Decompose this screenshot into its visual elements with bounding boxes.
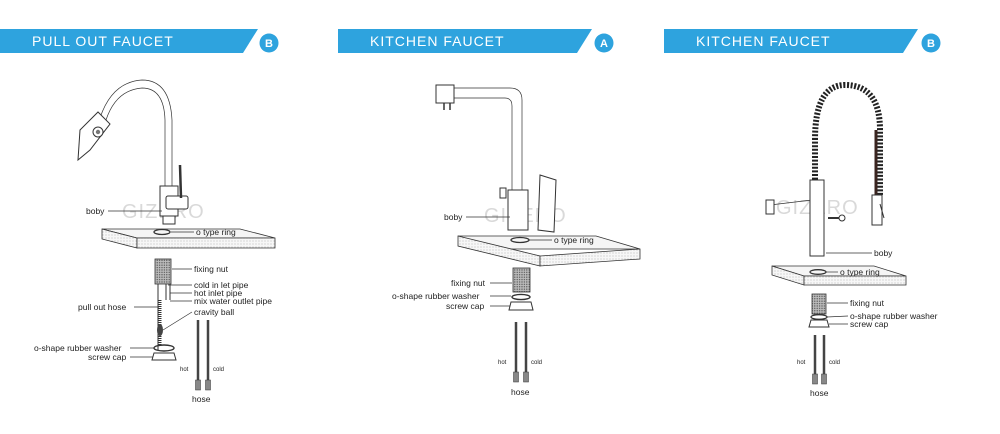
label-screw-cap: screw cap: [446, 301, 485, 311]
badge-letter: B: [265, 38, 273, 50]
spring-faucet-body: [765, 81, 885, 257]
fixing-nut: [811, 293, 827, 315]
panel-title: KITCHEN FAUCET: [370, 33, 505, 49]
label-o-ring: o type ring: [196, 227, 236, 237]
rubber-washer: [810, 314, 828, 320]
label-pull-out-hose: pull out hose: [78, 302, 126, 312]
o-type-ring: [153, 228, 171, 236]
label-hot: hot: [797, 360, 806, 366]
label-cold-inlet: cold in let pipe: [194, 280, 249, 290]
label-cold: cold: [531, 360, 542, 366]
label-hot: hot: [180, 367, 189, 373]
label-fixing-nut: fixing nut: [451, 278, 486, 288]
label-o-ring: o type ring: [554, 235, 594, 245]
label-body: boby: [874, 248, 893, 258]
label-hose: hose: [810, 388, 829, 398]
kitchen-faucet-a-body: [435, 84, 557, 233]
label-body: boby: [86, 206, 105, 216]
label-washer: o-shape rubber washer: [34, 343, 122, 353]
countertop: [101, 228, 276, 249]
panel-kitchen-faucet-b: KITCHEN FAUCET B GIZERO: [664, 29, 941, 398]
label-screw-cap: screw cap: [850, 319, 889, 329]
label-hot: hot: [498, 360, 507, 366]
screw-cap: [508, 301, 534, 311]
countertop: [771, 265, 907, 286]
label-body: boby: [444, 212, 463, 222]
title-banner: KITCHEN FAUCET: [664, 29, 918, 53]
model-badge: B: [921, 33, 941, 53]
inlet-pipes: [157, 284, 171, 350]
label-screw-cap: screw cap: [88, 352, 127, 362]
model-badge: A: [594, 33, 614, 53]
fixing-nut: [154, 258, 172, 285]
gravity-ball: [157, 324, 163, 336]
title-banner: KITCHEN FAUCET: [338, 29, 592, 53]
label-hose: hose: [511, 387, 530, 397]
label-cold: cold: [829, 360, 840, 366]
screw-cap: [151, 352, 177, 361]
hoses: [513, 322, 529, 383]
hoses: [195, 320, 211, 391]
label-hose: hose: [192, 394, 211, 404]
screw-cap: [808, 319, 830, 328]
label-mix-outlet: mix water outlet pipe: [194, 296, 272, 306]
label-cold: cold: [213, 367, 224, 373]
rubber-washer: [511, 293, 531, 301]
label-fixing-nut: fixing nut: [850, 298, 885, 308]
hoses: [812, 335, 827, 385]
title-banner: PULL OUT FAUCET: [0, 29, 258, 53]
fixing-nut: [512, 267, 531, 293]
badge-letter: A: [600, 38, 608, 50]
panel-kitchen-faucet-a: KITCHEN FAUCET A GIZERO: [338, 29, 641, 397]
label-washer: o-shape rubber washer: [392, 291, 480, 301]
pull-out-faucet-body: [77, 79, 189, 225]
label-o-ring: o type ring: [840, 267, 880, 277]
label-fixing-nut: fixing nut: [194, 264, 229, 274]
panel-pull-out-faucet: PULL OUT FAUCET B GIZERO: [0, 29, 279, 404]
label-gravity-ball: cravity ball: [194, 307, 234, 317]
badge-letter: B: [927, 38, 935, 50]
model-badge: B: [259, 33, 279, 53]
rubber-washer: [153, 344, 175, 352]
panel-title: PULL OUT FAUCET: [32, 33, 174, 49]
countertop: [457, 235, 641, 267]
label-hot-inlet: hot inlet pipe: [194, 288, 242, 298]
panel-title: KITCHEN FAUCET: [696, 33, 831, 49]
label-washer: o-shape rubber washer: [850, 311, 938, 321]
